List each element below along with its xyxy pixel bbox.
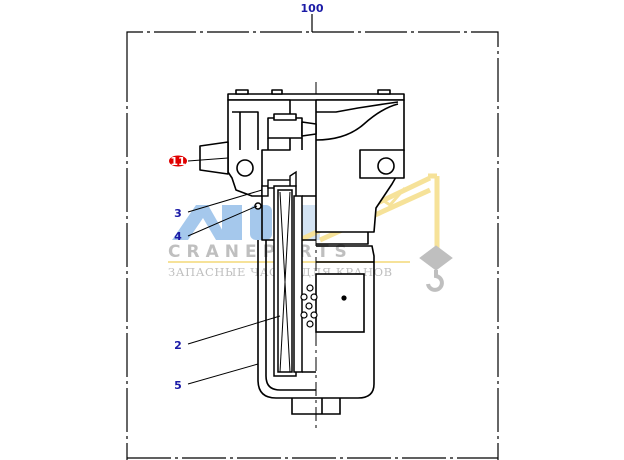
callout-label-5[interactable]: 5 xyxy=(174,379,182,392)
callout-label-11: 11 xyxy=(170,155,185,168)
center-tube-perforations xyxy=(300,284,318,328)
callout-highlight-marker xyxy=(169,155,187,167)
callout-11[interactable]: 11 xyxy=(169,155,187,168)
watermark: CRANEPARTS ЗАПАСНЫЕ ЧАСТИ ДЛЯ КРАНОВ xyxy=(168,173,453,292)
filter-element xyxy=(273,185,316,377)
callout-label-2[interactable]: 2 xyxy=(174,339,182,352)
diagram-frame xyxy=(126,14,499,460)
callout-label-4[interactable]: 4 xyxy=(174,230,182,243)
watermark-hook-icon xyxy=(419,245,453,292)
leader-lines xyxy=(187,157,281,385)
watermark-brand-text: CRANEPARTS xyxy=(168,242,353,262)
filter-bowl xyxy=(257,240,375,415)
callout-label-3[interactable]: 3 xyxy=(174,207,182,220)
assembly-number-label: 100 xyxy=(301,2,324,15)
filter-head xyxy=(199,89,405,245)
